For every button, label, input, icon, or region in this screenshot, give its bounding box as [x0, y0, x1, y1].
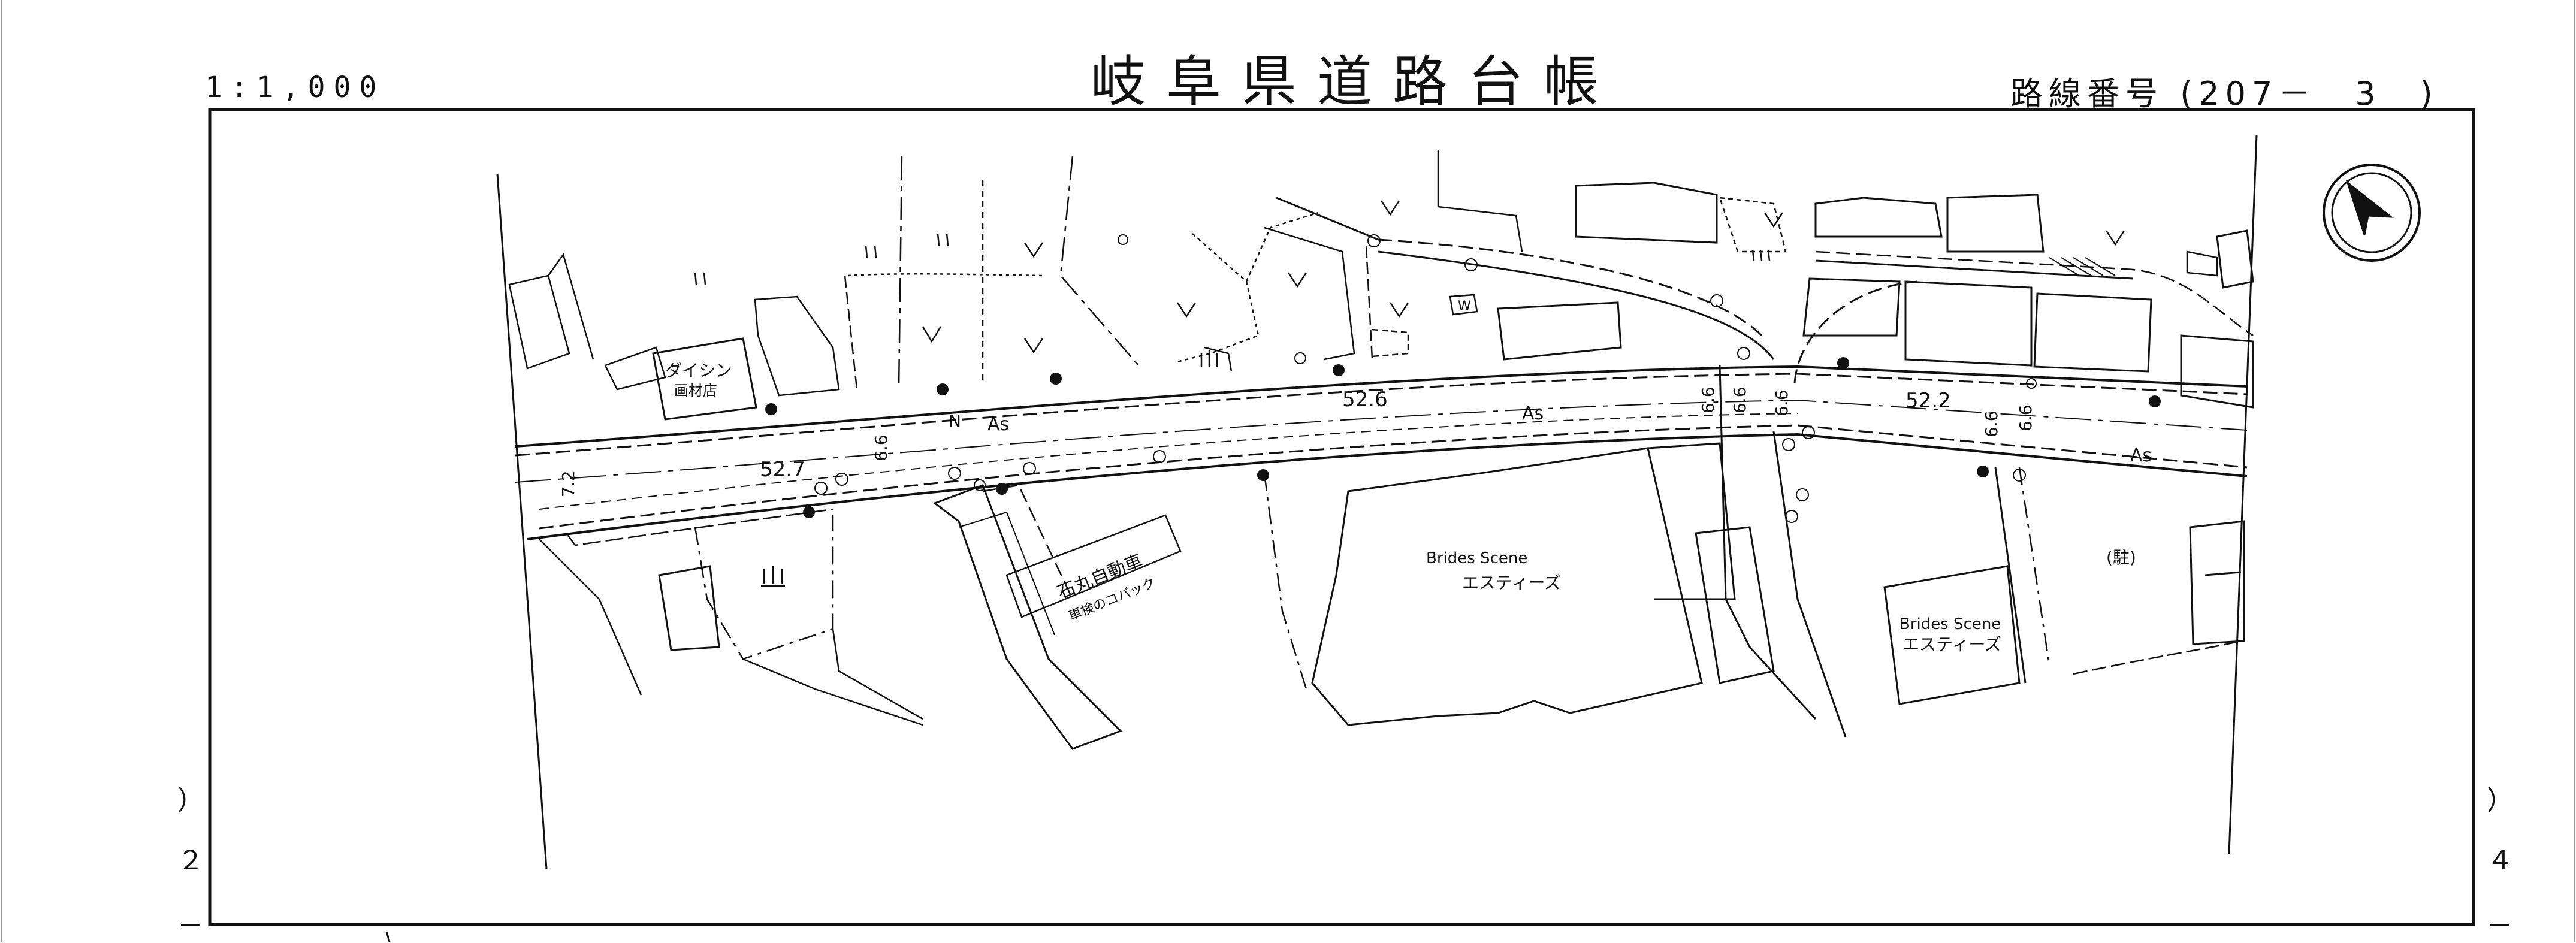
page-title: 岐阜県道路台帳 [1091, 50, 1620, 114]
north-arrow-icon [2323, 164, 2421, 262]
brides-main-jp: エスティーズ [1462, 573, 1561, 593]
map-labels: ダイシン 画材店 石丸自動車 車検のコバック Brides Scene エスティ… [558, 299, 2152, 654]
road-width-right: 52.2 [1905, 389, 1951, 413]
dim-66-2: 6.6 [1698, 386, 1718, 413]
next-sheet-mark [385, 931, 391, 942]
surface-as-3: As [2130, 445, 2152, 466]
north-marker-n: N [949, 411, 961, 431]
vegetation-marks [694, 200, 2125, 587]
dim-66-4: 6.6 [1772, 389, 1792, 416]
daishin-type: 画材店 [674, 382, 717, 399]
brides-annex-en: Brides Scene [1899, 615, 2001, 633]
surface-as-1: As [987, 414, 1009, 435]
left-side-paren: ） [177, 785, 204, 816]
right-side-number: ４ [2487, 845, 2513, 876]
parking-label: (駐) [2106, 548, 2136, 567]
dim-66-5: 6.6 [1982, 410, 2001, 437]
right-side-paren: ） [2487, 785, 2513, 816]
dim-66-6: 6.6 [2016, 404, 2036, 431]
dim-66-3: 6.6 [1730, 386, 1750, 413]
sheet-boundary-right [2228, 134, 2258, 854]
map-scale: 1:1,000 [205, 71, 385, 104]
route-value: (207－ 3 ) [2180, 75, 2439, 113]
brides-main-en: Brides Scene [1426, 549, 1527, 567]
left-side-number: ２ [177, 845, 204, 876]
telephone-pole-icons [814, 234, 2037, 523]
right-side-dash: － [2487, 911, 2513, 942]
left-side-dash: － [177, 911, 204, 942]
south-parcels [539, 442, 2245, 750]
symbol-w: W [1458, 299, 1471, 314]
surface-as-2: As [1522, 403, 1544, 424]
route-label: 路線番号 [2010, 75, 2164, 113]
route-number: 路線番号 (207－ 3 ) [2010, 67, 2439, 114]
brides-annex-jp: エスティーズ [1902, 634, 2001, 654]
north-parcels [508, 150, 2254, 421]
map-frame [208, 108, 2475, 926]
road-width-left: 52.7 [760, 458, 805, 482]
daishin-name: ダイシン [665, 361, 732, 380]
dim-66-1: 6.6 [871, 434, 891, 461]
ishimaru-sign-box [1005, 514, 1182, 618]
road-width-center: 52.6 [1342, 388, 1388, 412]
dim-left: 7.2 [558, 470, 578, 497]
road-centerline [515, 399, 2248, 483]
sheet-boundary-left [496, 173, 548, 869]
utility-poles [765, 357, 2161, 518]
